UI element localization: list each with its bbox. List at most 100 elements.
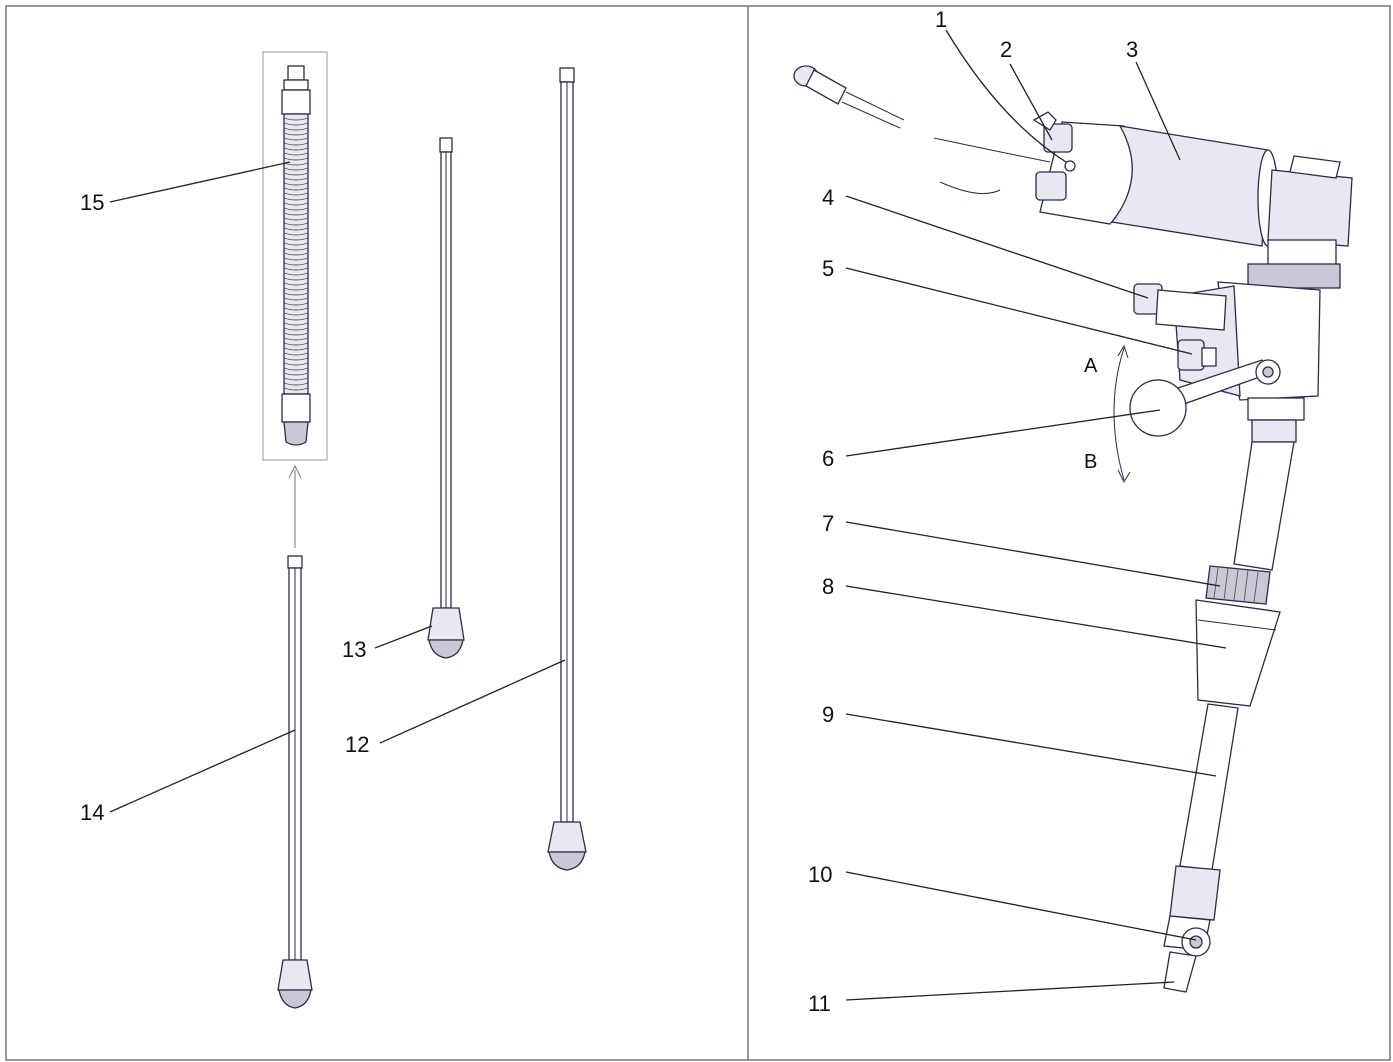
leader-2 xyxy=(1009,63,1053,141)
spring-coil-line xyxy=(283,187,309,191)
spring-coil-line xyxy=(283,147,309,151)
upper-tube xyxy=(1233,397,1305,571)
spring-coil-line xyxy=(283,252,309,256)
cable-lower xyxy=(939,181,1001,195)
connector-plug xyxy=(793,65,905,129)
part-8-cone xyxy=(1195,599,1281,707)
label-11: 11 xyxy=(808,991,831,1016)
spring-coil-line xyxy=(283,242,309,246)
leader-15 xyxy=(109,161,291,203)
spring-coil-line xyxy=(283,332,309,336)
spring-coil-line xyxy=(283,132,309,136)
leader-9 xyxy=(845,713,1217,777)
spring-coil-line xyxy=(283,182,309,186)
spring-coil-line xyxy=(283,207,309,211)
spring-coil-line xyxy=(283,202,309,206)
spring-coil-line xyxy=(283,137,309,141)
part-15-spring-assembly xyxy=(262,51,328,461)
label-15: 15 xyxy=(80,190,104,215)
spring-coil-line xyxy=(283,157,309,161)
spring-coil-line xyxy=(283,282,309,286)
spring-coil-line xyxy=(283,377,309,381)
label-2: 2 xyxy=(1000,37,1012,62)
label-4: 4 xyxy=(822,185,834,210)
spring-coil-line xyxy=(283,262,309,266)
leader-10 xyxy=(845,871,1197,941)
spring-coil-line xyxy=(283,287,309,291)
swing-arrows: A B xyxy=(1084,344,1131,484)
spring-coil-line xyxy=(283,212,309,216)
leader-5 xyxy=(845,267,1193,355)
spring-coil-line xyxy=(283,307,309,311)
spring-coil-line xyxy=(283,217,309,221)
label-10: 10 xyxy=(808,862,832,887)
lower-housing xyxy=(1163,865,1221,993)
label-7: 7 xyxy=(822,511,834,536)
part-6-float xyxy=(1129,359,1281,437)
spring-coil-line xyxy=(283,382,309,386)
label-12: 12 xyxy=(345,732,369,757)
cable xyxy=(933,137,1051,163)
spring-coil-line xyxy=(283,272,309,276)
leader-14 xyxy=(109,729,296,813)
spring-coil-line xyxy=(283,337,309,341)
label-8: 8 xyxy=(822,574,834,599)
part-3-motor xyxy=(1032,111,1279,247)
assembly-arrow xyxy=(288,464,302,548)
spring-coil-lines xyxy=(283,117,309,391)
spring-coil-line xyxy=(283,237,309,241)
part-7-nut xyxy=(1205,565,1271,605)
spring-coil-line xyxy=(283,352,309,356)
direction-b: B xyxy=(1084,451,1097,473)
spring-coil-line xyxy=(283,117,309,121)
spring-coil-line xyxy=(283,367,309,371)
spring-coil-line xyxy=(283,222,309,226)
spring-coil-line xyxy=(283,342,309,346)
spring-coil-line xyxy=(283,387,309,391)
part-12-long-rod xyxy=(547,67,587,871)
spring-coil-line xyxy=(283,127,309,131)
label-6: 6 xyxy=(822,446,834,471)
spring-coil-line xyxy=(283,167,309,171)
spring-coil-line xyxy=(283,232,309,236)
label-14: 14 xyxy=(80,800,104,825)
spring-coil-line xyxy=(283,327,309,331)
label-3: 3 xyxy=(1126,37,1138,62)
spring-coil-line xyxy=(283,152,309,156)
part-13-short-rod xyxy=(427,137,465,659)
spring-coil-line xyxy=(283,362,309,366)
spring-coil-line xyxy=(283,317,309,321)
part-9-tube xyxy=(1179,703,1239,871)
spring-coil-line xyxy=(283,292,309,296)
spring-coil-line xyxy=(283,257,309,261)
label-13: 13 xyxy=(342,637,366,662)
part-4-fitting xyxy=(1133,283,1227,331)
spring-coil-line xyxy=(283,277,309,281)
leader-12 xyxy=(379,659,566,744)
spring-coil-line xyxy=(283,227,309,231)
leader-8 xyxy=(845,585,1227,649)
diagram-frame xyxy=(5,5,1391,1061)
leader-3 xyxy=(1135,61,1181,161)
spring-coil-line xyxy=(283,162,309,166)
spring-coil-line xyxy=(283,302,309,306)
spring-coil-line xyxy=(283,312,309,316)
spring-coil-line xyxy=(283,177,309,181)
gearbox xyxy=(1247,155,1353,289)
label-1: 1 xyxy=(935,7,947,32)
spring-coil-line xyxy=(283,172,309,176)
leader-13 xyxy=(374,625,433,649)
direction-a: A xyxy=(1084,355,1098,377)
spring-coil-line xyxy=(283,347,309,351)
spring-coil-line xyxy=(283,197,309,201)
spring-coil-line xyxy=(283,297,309,301)
leader-6 xyxy=(845,409,1161,457)
leader-7 xyxy=(845,521,1221,587)
part-14-rod xyxy=(277,555,313,1009)
spring-coil-line xyxy=(283,247,309,251)
spring-coil-line xyxy=(283,142,309,146)
spring-coil-line xyxy=(283,267,309,271)
spring-coil-line xyxy=(283,322,309,326)
label-9: 9 xyxy=(822,702,834,727)
